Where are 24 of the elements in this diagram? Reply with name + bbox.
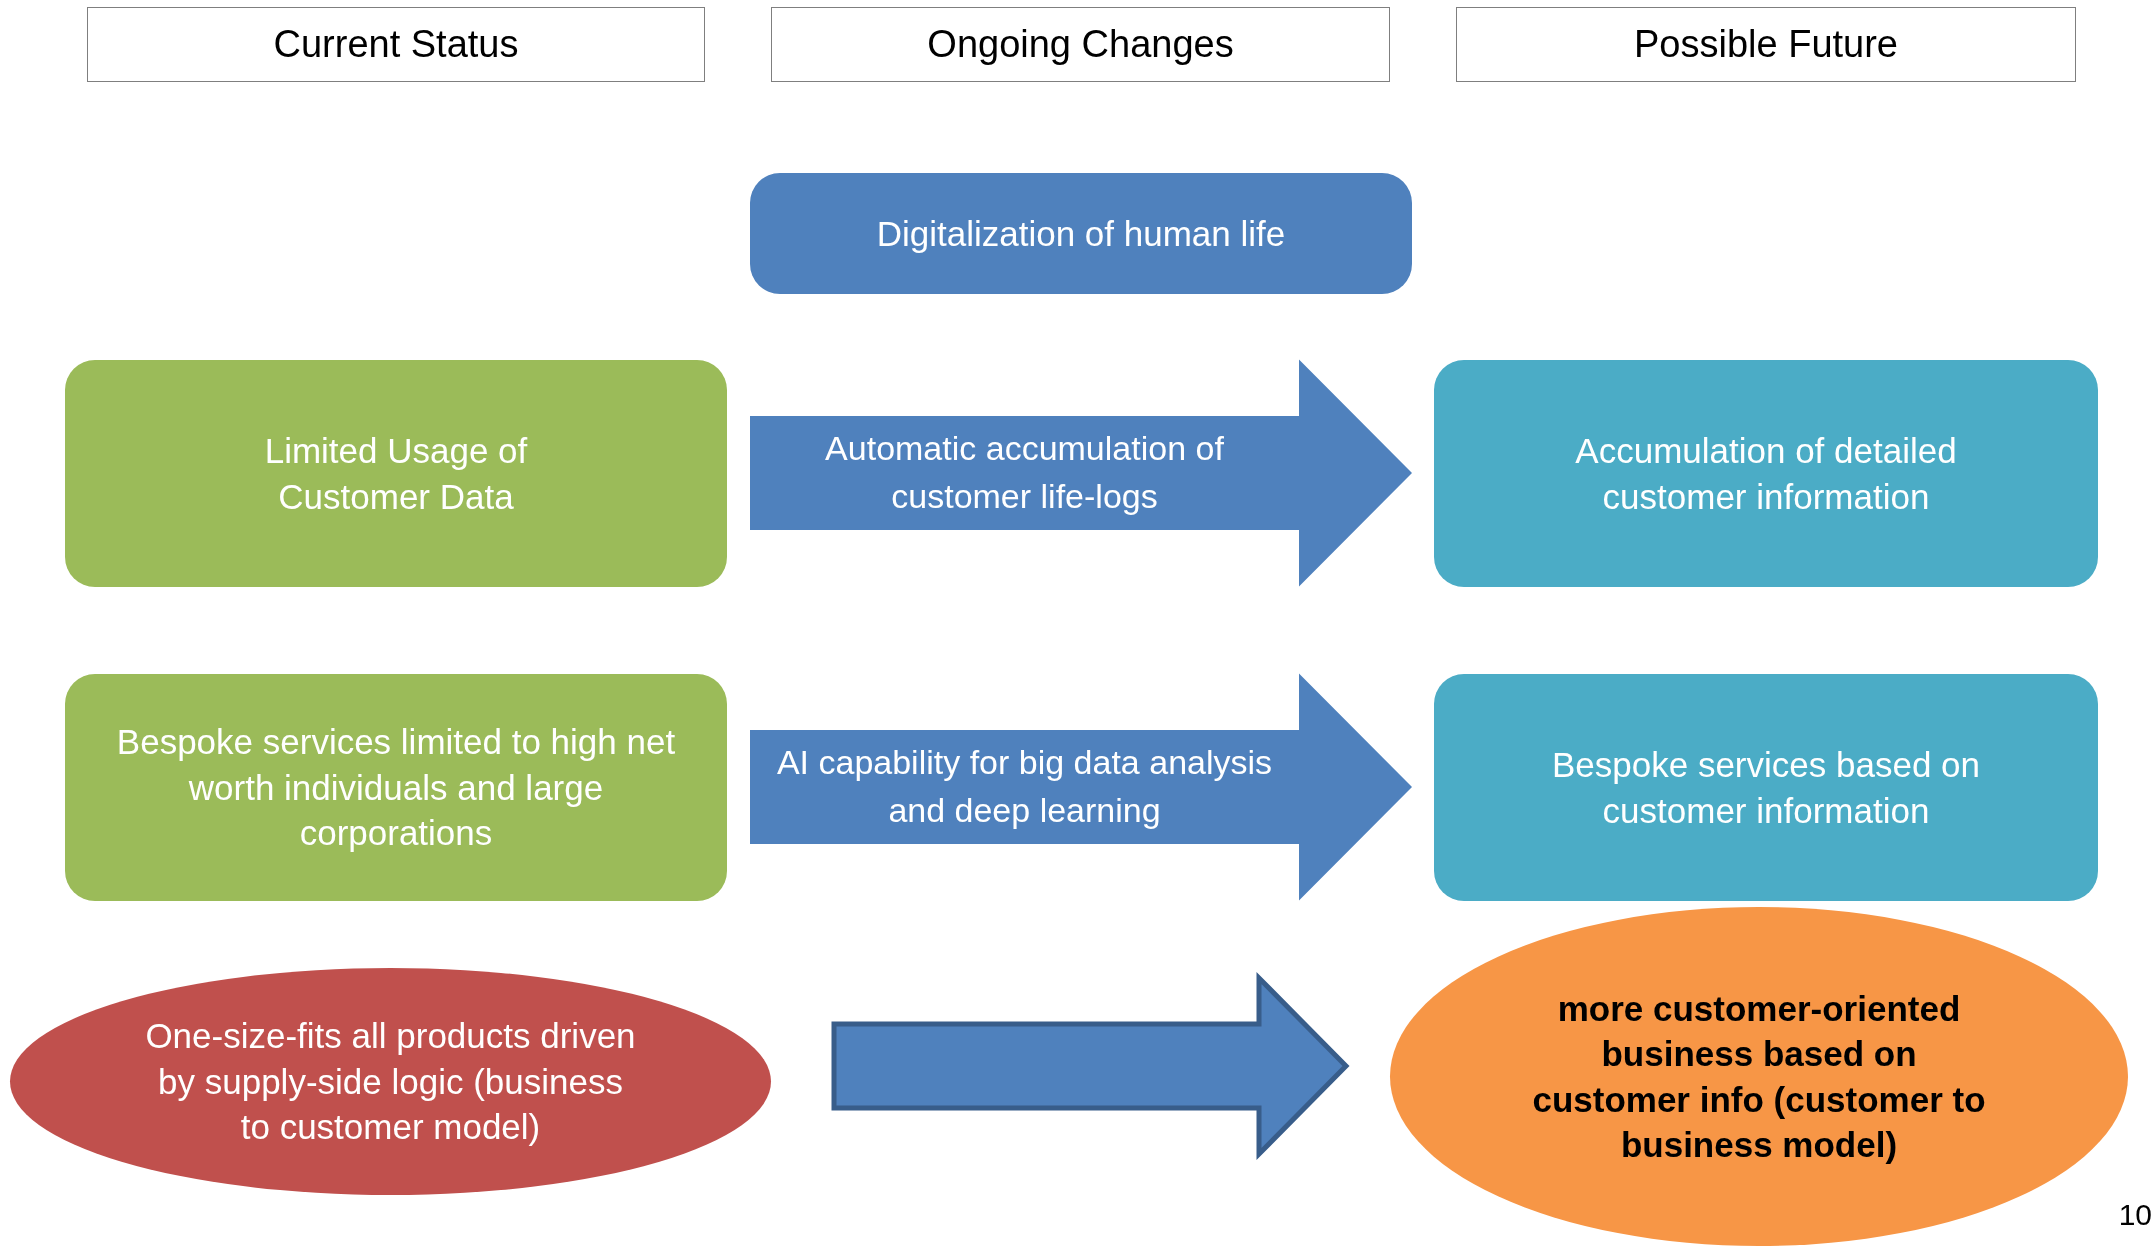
column-heading: Ongoing Changes — [927, 21, 1234, 67]
box-label: One-size-fits all products driven by supply-side logic (business to customer model) — [144, 1015, 637, 1149]
block-arrow — [750, 359, 1412, 587]
block-arrow — [750, 673, 1412, 901]
box-label: Bespoke services based on customer information — [1550, 744, 1981, 832]
column-heading: Possible Future — [1634, 21, 1898, 67]
header-box — [1456, 7, 2076, 82]
rounded-box — [750, 173, 1412, 294]
rounded-box — [1434, 360, 2098, 587]
block-arrow — [831, 971, 1350, 1161]
box-label: more customer-oriented business based on customer info (customer to business model) — [1531, 987, 1987, 1166]
edge-label: AI capability for big data analysis and deep learning — [775, 742, 1274, 831]
box-label: Digitalization of human life — [876, 212, 1286, 255]
rounded-box — [65, 360, 727, 587]
rounded-box — [1434, 674, 2098, 901]
box-label: Limited Usage of Customer Data — [263, 430, 529, 518]
header-box — [87, 7, 705, 82]
edge-label: Automatic accumulation of customer life-logs — [824, 428, 1225, 517]
box-label: Bespoke services limited to high net worth individuals and large corporations — [115, 721, 677, 855]
header-box — [771, 7, 1390, 82]
page-number: 10 — [2118, 1198, 2152, 1232]
rounded-box — [65, 674, 727, 901]
column-heading: Current Status — [273, 21, 519, 67]
box-label: Accumulation of detailed customer information — [1574, 430, 1958, 518]
